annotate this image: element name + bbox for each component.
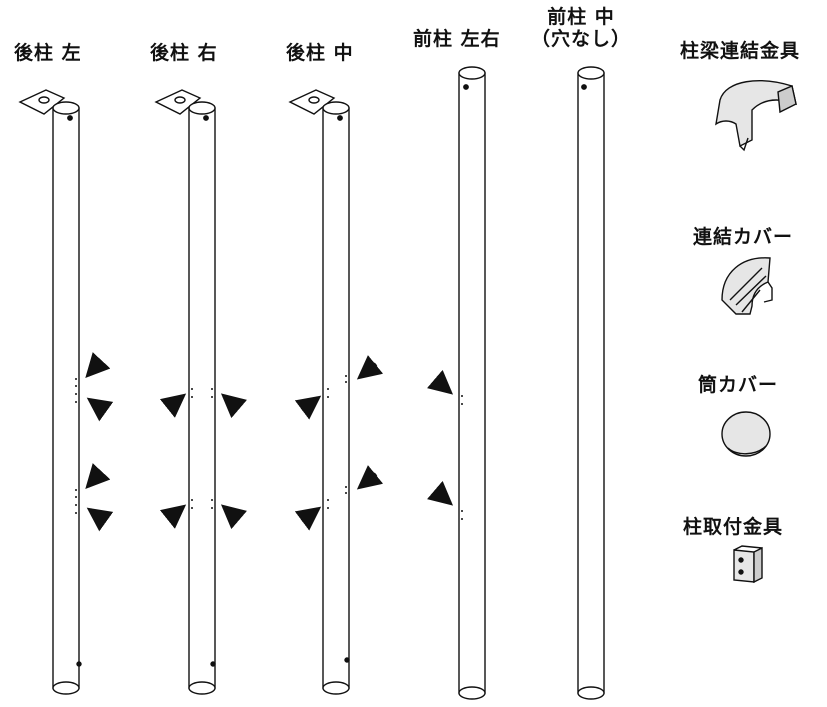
label-tube-cover: 筒カバー: [698, 374, 779, 396]
label-front-center-line2: （穴なし）: [531, 28, 632, 50]
front-post-left-right-holes: [461, 395, 463, 520]
label-post-bracket: 柱取付金具: [683, 516, 784, 538]
front-post-center: [577, 66, 605, 700]
beam-connector-part: [715, 80, 797, 152]
joint-cover-part: [721, 257, 773, 315]
label-front-left-right: 前柱 左右: [413, 28, 501, 50]
rear-post-right-arrows: [159, 393, 247, 530]
front-post-left-right-arrows: [427, 369, 454, 506]
rear-post-left: [18, 89, 114, 695]
rear-post-center-arrows: [294, 355, 384, 531]
label-rear-center: 後柱 中: [286, 42, 354, 64]
rear-post-center: [288, 89, 384, 695]
label-joint-cover: 連結カバー: [693, 226, 794, 248]
label-rear-right: 後柱 右: [150, 42, 218, 64]
rear-post-left-holes: [75, 378, 77, 514]
post-bracket-part: [733, 545, 763, 584]
label-front-center: 前柱 中 （穴なし）: [531, 6, 631, 50]
label-rear-left: 後柱 左: [14, 42, 82, 64]
label-front-center-line1: 前柱 中: [547, 6, 615, 28]
front-post-left-right: [427, 66, 486, 700]
rear-post-right-holes: [191, 388, 213, 509]
rear-post-left-arrows: [85, 352, 114, 532]
rear-post-center-holes: [327, 375, 347, 509]
label-beam-connector: 柱梁連結金具: [680, 40, 801, 62]
rear-post-right: [154, 89, 247, 695]
tube-cover-part: [721, 411, 771, 457]
